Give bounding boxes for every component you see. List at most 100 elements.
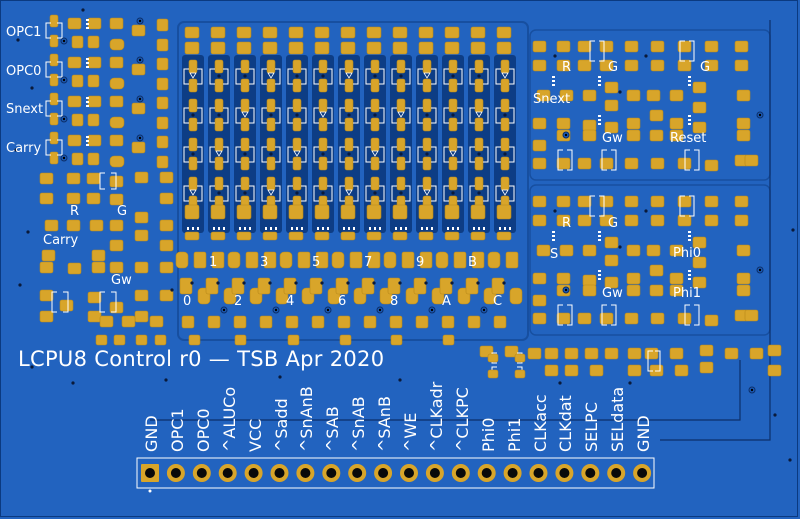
smd-pad xyxy=(577,59,592,72)
silk-tick xyxy=(239,227,241,230)
matrix-col-label: 0 xyxy=(183,294,192,309)
smd-pad xyxy=(71,35,84,49)
matrix-col-label: 7 xyxy=(364,255,373,270)
smd-pad xyxy=(240,98,250,113)
lower-gw: Gw xyxy=(602,286,623,301)
smd-pad xyxy=(292,137,302,152)
silk-outline xyxy=(183,68,203,85)
pin-hole xyxy=(585,468,596,478)
silk-outline xyxy=(235,107,255,124)
via-hole xyxy=(326,308,330,312)
smd-pad xyxy=(599,59,614,72)
via-dot xyxy=(425,152,429,156)
via-dot xyxy=(278,375,282,379)
silk-tick xyxy=(598,119,601,121)
smd-pad xyxy=(366,26,382,39)
via-dot xyxy=(618,245,622,249)
silk-outline xyxy=(495,146,515,163)
silk-outline xyxy=(45,100,63,117)
silk-outline xyxy=(469,107,489,124)
smd-pad xyxy=(396,176,406,191)
smd-pad xyxy=(154,334,167,346)
pin-label: ^SAB xyxy=(323,406,343,452)
smd-pad xyxy=(344,78,354,93)
smd-pad xyxy=(49,53,59,67)
smd-pad xyxy=(736,272,751,285)
smd-pad xyxy=(292,98,302,113)
silk-tick xyxy=(598,270,601,272)
smd-pad xyxy=(474,78,484,93)
smd-pad xyxy=(624,59,639,72)
smd-pad xyxy=(604,347,619,360)
smd-pad xyxy=(532,139,547,152)
smd-pad xyxy=(604,276,619,289)
smd-pad xyxy=(156,155,169,169)
smd-pad xyxy=(677,59,692,72)
silk-tick xyxy=(688,115,691,117)
via-dot xyxy=(628,381,632,385)
via-dot xyxy=(476,281,480,285)
pin-label: VCC xyxy=(245,418,265,452)
header-outline xyxy=(136,457,655,489)
smd-pad xyxy=(207,315,221,329)
silk-outline xyxy=(443,185,463,202)
smd-pad xyxy=(39,172,54,185)
smd-pad xyxy=(536,244,551,257)
lower-r: R xyxy=(562,216,572,231)
smd-pad xyxy=(556,117,571,130)
smd-pad xyxy=(390,334,403,346)
smd-pad xyxy=(626,129,641,142)
via-dot xyxy=(71,381,75,385)
smd-pad xyxy=(314,231,330,241)
silk-outline xyxy=(679,195,695,217)
smd-pad xyxy=(704,159,719,172)
smd-pad xyxy=(71,113,84,127)
smd-pad xyxy=(577,157,592,170)
smd-pad xyxy=(335,277,349,295)
silk-tick xyxy=(598,274,601,276)
smd-pad xyxy=(188,59,198,74)
smd-pad xyxy=(87,74,100,88)
silk-outline xyxy=(443,107,463,124)
smd-pad xyxy=(692,81,707,94)
pin-label: OPC0 xyxy=(193,408,213,452)
smd-pad xyxy=(266,156,276,171)
smd-pad xyxy=(556,214,571,227)
smd-pad xyxy=(49,131,59,145)
smd-pad xyxy=(582,274,597,287)
smd-pad xyxy=(649,109,664,122)
smd-pad xyxy=(344,117,354,132)
silk-tick xyxy=(552,239,555,241)
label-snext: Snext xyxy=(6,102,44,117)
smd-pad xyxy=(49,73,59,87)
diode-symbol xyxy=(371,150,379,157)
via-dot xyxy=(450,281,454,285)
lower-frame xyxy=(529,184,771,336)
silk-tick xyxy=(348,227,350,230)
smd-pad xyxy=(556,272,571,285)
smd-pad xyxy=(500,59,510,74)
smd-pad xyxy=(87,56,102,69)
smd-pad xyxy=(188,78,198,93)
upper-g1: G xyxy=(608,60,619,75)
smd-pad xyxy=(71,152,84,166)
smd-pad xyxy=(240,156,250,171)
smd-pad xyxy=(470,26,486,39)
silk-outline xyxy=(45,61,63,78)
silk-outline xyxy=(209,146,229,163)
smd-pad xyxy=(257,277,271,295)
via-dot xyxy=(217,113,221,117)
smd-pad xyxy=(134,211,149,224)
smd-pad xyxy=(109,17,124,30)
smd-pad xyxy=(444,26,460,39)
pin-hole xyxy=(222,468,233,478)
silk-tick xyxy=(374,227,376,230)
smd-pad xyxy=(577,40,592,53)
silk-outline xyxy=(417,107,437,124)
smd-pad xyxy=(193,251,207,269)
smd-pad xyxy=(370,117,380,132)
via-dot xyxy=(503,113,507,117)
via-dot xyxy=(451,113,455,117)
smd-pad xyxy=(650,214,665,227)
